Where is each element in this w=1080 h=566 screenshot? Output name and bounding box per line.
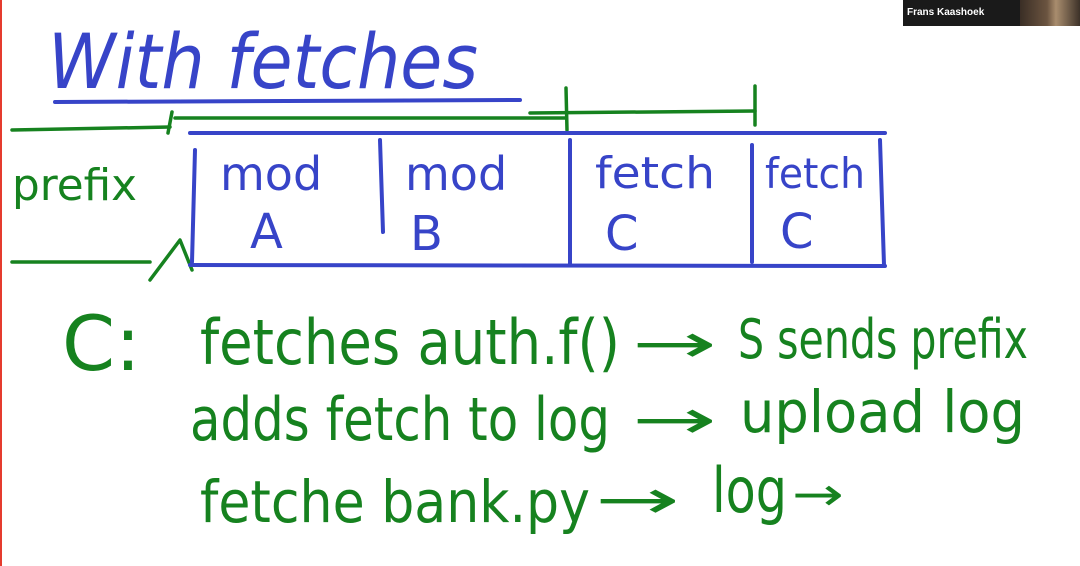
green-bracket-tick-left [166,110,174,135]
participant-name-label: Frans Kaashoek [907,7,985,18]
window-left-edge [0,0,2,566]
note-2-text: adds fetch to log [190,385,610,455]
cell-2-bottom: B [410,206,443,262]
participant-video-feed [1020,0,1080,26]
note-3-trailing-arrow: → [792,467,844,521]
table-left-border [190,148,197,264]
note-3-result: log [712,454,787,527]
note-2-arrow: → [632,388,717,451]
note-3-arrow: → [595,468,680,531]
note-1-arrow: → [632,312,717,375]
prefix-pointer [148,238,194,282]
cell-3-top: fetch [595,148,715,199]
note-2-result: upload log [740,378,1025,446]
participant-video-tile[interactable]: Frans Kaashoek [903,0,1080,26]
green-bracket-left [10,125,172,132]
table-right-border [878,138,886,267]
green-bracket-tick-mid [564,86,569,132]
cell-2-top: mod [405,147,507,201]
table-divider-1 [378,138,385,234]
note-3-text: fetche bank.py [200,468,590,536]
client-label: C: [62,299,141,388]
green-bracket-right [528,109,757,115]
cell-4-bottom: C [780,204,814,260]
cell-3-bottom: C [605,206,639,262]
whiteboard-title: With fetches [48,17,478,106]
cell-4-top: fetch [765,149,865,198]
table-bottom-line [188,263,887,268]
title-underline [53,98,522,104]
note-1-text: fetches auth.f() [200,306,620,379]
cell-1-top: mod [220,147,322,201]
prefix-label: prefix [12,160,137,211]
cell-1-bottom: A [250,204,283,260]
note-1-result: S sends prefix [738,308,1028,371]
